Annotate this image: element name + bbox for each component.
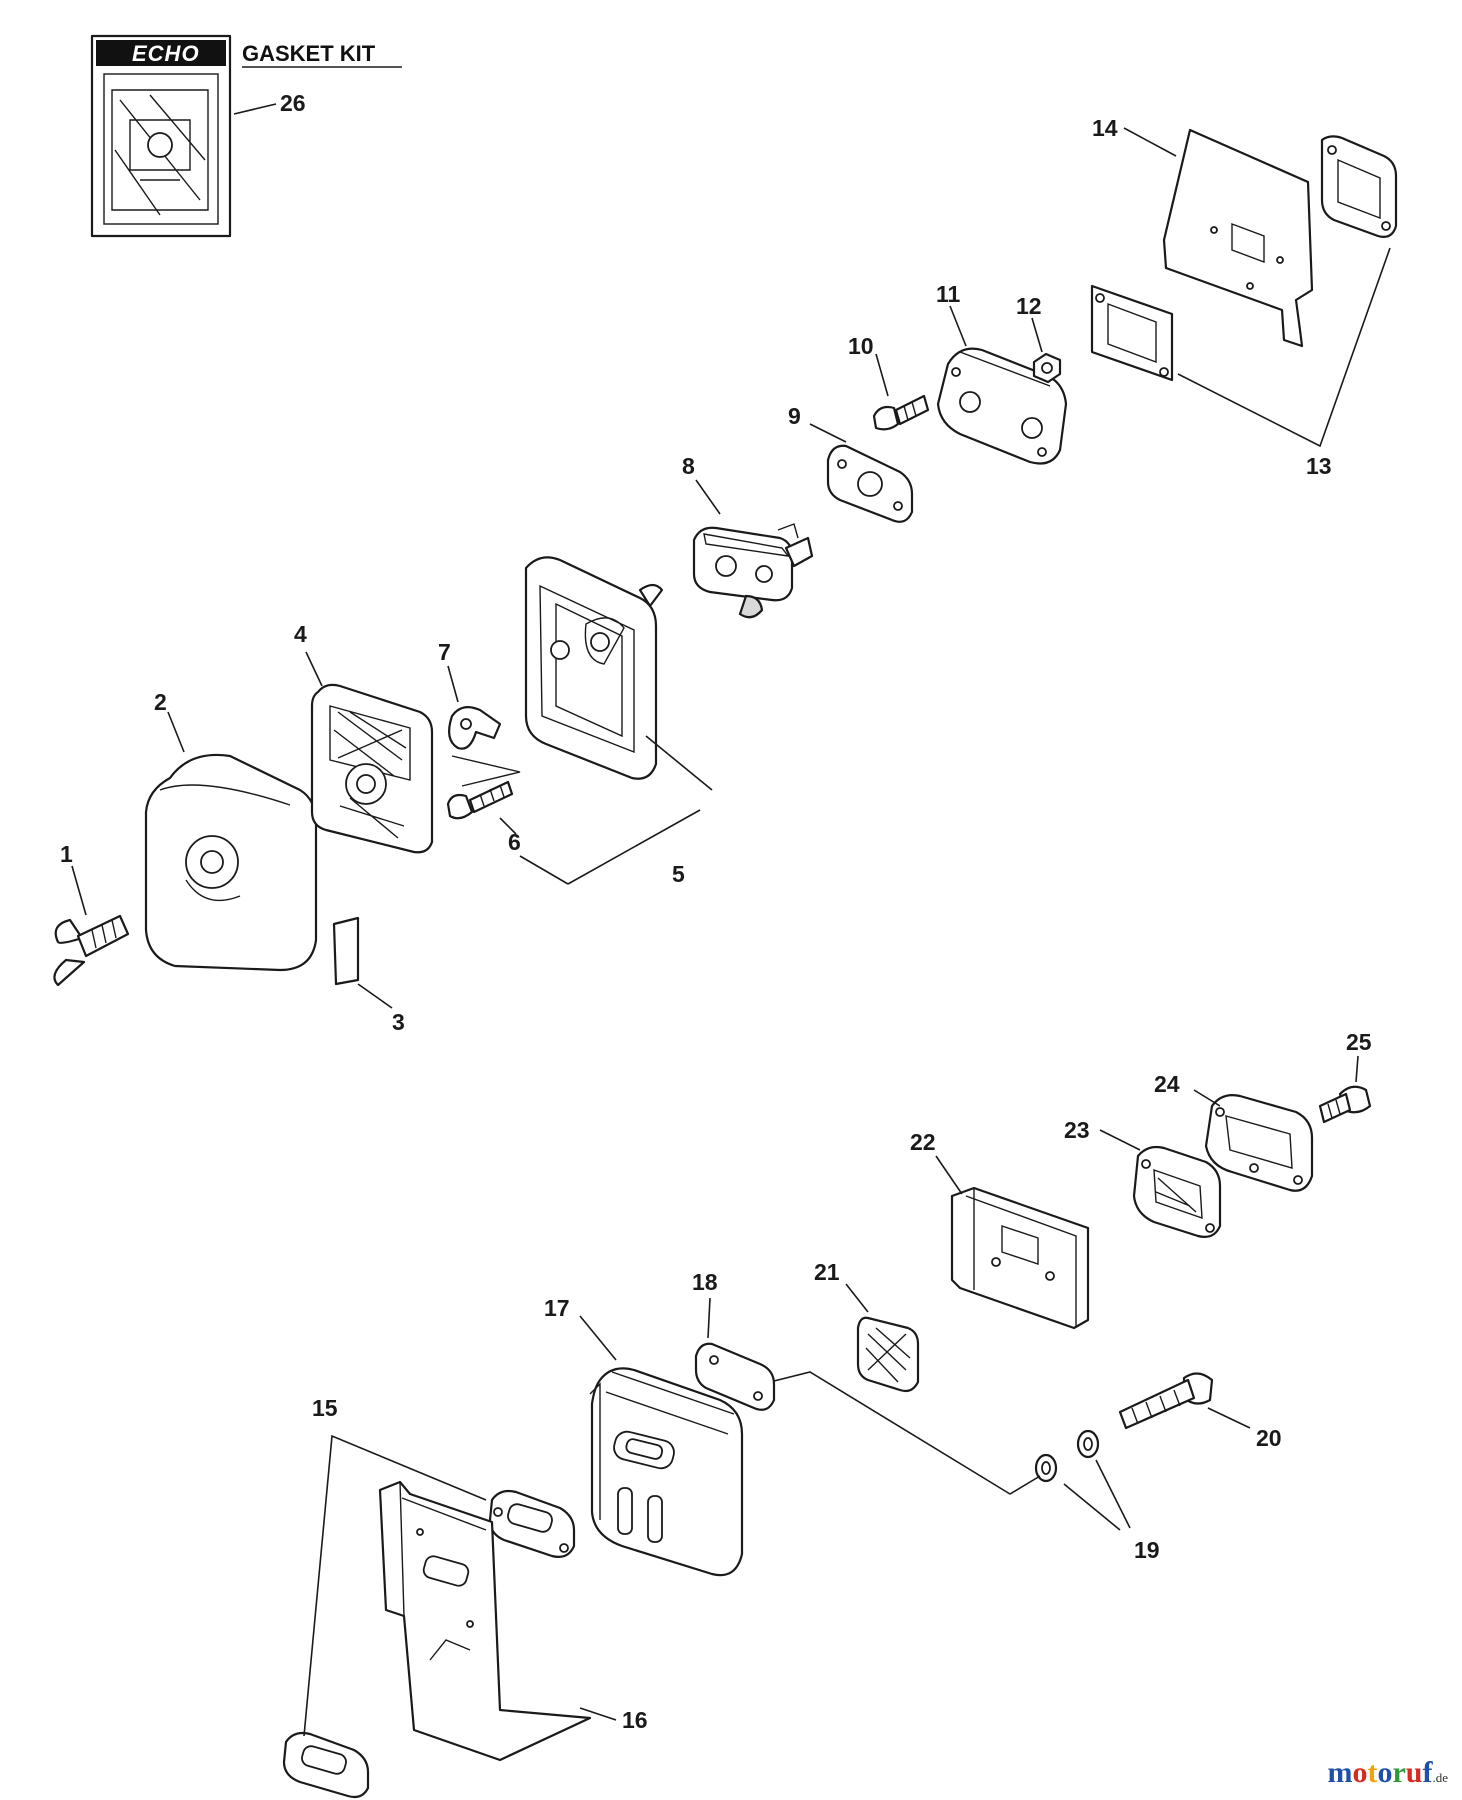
callout-17: 17 — [544, 1295, 570, 1321]
part-19-washers — [1034, 1429, 1100, 1483]
callout-14: 14 — [1092, 115, 1118, 141]
leader-14 — [1123, 127, 1177, 157]
leader-26 — [233, 103, 277, 115]
leader-8 — [695, 479, 721, 515]
leader-6b — [519, 855, 569, 885]
part-3-filter — [332, 916, 360, 986]
part-10-bolt — [872, 394, 930, 431]
watermark-letter: u — [1405, 1756, 1423, 1789]
part-14-plate — [1162, 128, 1314, 348]
callout-6: 6 — [508, 829, 521, 855]
leader-23 — [1099, 1129, 1141, 1151]
part-7-bracket — [447, 705, 502, 750]
echo-logo-bar — [96, 40, 226, 66]
leader-16 — [579, 1707, 617, 1721]
leader-17 — [579, 1315, 617, 1361]
part-18-gasket — [694, 1342, 776, 1411]
callout-23: 23 — [1064, 1117, 1090, 1143]
part-16-plate — [378, 1480, 592, 1762]
leader-1 — [71, 865, 87, 916]
callout-16: 16 — [622, 1707, 648, 1733]
leader-6-hook — [451, 755, 521, 787]
gasket-kit-26: ECHO GASKET KIT 26 — [90, 34, 402, 238]
callout-11: 11 — [936, 281, 961, 307]
part-25-bolt — [1318, 1085, 1372, 1124]
leader-18 — [707, 1297, 711, 1339]
part-23-gasket — [1132, 1145, 1222, 1238]
callout-7: 7 — [438, 639, 451, 665]
part-9-gasket — [826, 444, 914, 523]
callout-15: 15 — [312, 1395, 338, 1421]
callout-19: 19 — [1134, 1537, 1160, 1563]
callout-4: 4 — [294, 621, 307, 647]
callout-21: 21 — [814, 1259, 840, 1285]
callout-18: 18 — [692, 1269, 718, 1295]
part-15-gasket-a — [488, 1489, 576, 1558]
part-6-bolt — [446, 780, 514, 820]
callout-26: 26 — [280, 90, 306, 116]
part-1-wing-bolt — [53, 914, 130, 987]
leader-10 — [875, 353, 889, 397]
callout-3: 3 — [392, 1009, 405, 1035]
part-5-air-cleaner-case — [524, 556, 664, 780]
leader-2 — [167, 711, 185, 753]
part-2-air-cleaner-cover — [144, 753, 318, 972]
callout-20: 20 — [1256, 1425, 1282, 1451]
watermark-letters: motoruf — [1327, 1756, 1432, 1789]
part-12-nut-hole — [1041, 362, 1053, 374]
echo-logo-text: ECHO — [132, 41, 200, 66]
callout-22: 22 — [910, 1129, 936, 1155]
callout-5: 5 — [672, 861, 685, 887]
watermark-letter: o — [1377, 1756, 1393, 1789]
callout-10: 10 — [848, 333, 874, 359]
part-13-gasket-a — [1090, 284, 1174, 382]
gasket-kit-title: GASKET KIT — [242, 41, 376, 66]
leader-6-5 — [499, 809, 701, 885]
motoruf-watermark: motoruf.de — [1327, 1756, 1448, 1790]
leader-9 — [809, 423, 847, 443]
part-15-gasket-b — [282, 1731, 370, 1799]
part-20-bolt — [1118, 1372, 1214, 1430]
leader-19-bolt-path — [769, 1371, 1041, 1495]
part-4-filter-screen — [310, 683, 434, 854]
leader-19 — [1063, 1459, 1131, 1531]
part-17-muffler — [589, 1367, 744, 1577]
watermark-tld: .de — [1432, 1770, 1448, 1785]
leader-12 — [1031, 317, 1043, 353]
watermark-letter: m — [1327, 1756, 1353, 1789]
kit-gasket-hole — [147, 132, 173, 158]
part-22-shield — [950, 1186, 1090, 1330]
leader-15 — [303, 1434, 487, 1737]
part-13-gasket-b — [1320, 135, 1398, 238]
callout-24: 24 — [1154, 1071, 1180, 1097]
leader-7 — [447, 665, 459, 703]
part-8-carburetor — [692, 523, 814, 619]
watermark-letter: t — [1367, 1756, 1378, 1789]
callout-12: 12 — [1016, 293, 1042, 319]
leader-5 — [645, 735, 713, 791]
part-21-spark-screen — [856, 1316, 920, 1393]
leader-20 — [1207, 1407, 1251, 1429]
leader-22 — [935, 1155, 963, 1195]
leader-11 — [949, 305, 967, 347]
callout-9: 9 — [788, 403, 801, 429]
leader-13 — [1177, 247, 1391, 448]
callout-8: 8 — [682, 453, 695, 479]
leader-21 — [845, 1283, 869, 1313]
watermark-letter: o — [1352, 1756, 1368, 1789]
leader-24 — [1193, 1089, 1221, 1107]
watermark-letter: r — [1392, 1756, 1406, 1789]
part-24-gasket — [1204, 1094, 1314, 1192]
callout-25: 25 — [1346, 1029, 1372, 1055]
part-11-insulator — [936, 347, 1068, 465]
callout-13: 13 — [1306, 453, 1332, 479]
kit-box-inner — [103, 73, 219, 225]
leader-4 — [305, 651, 323, 687]
callout-2: 2 — [154, 689, 167, 715]
callout-1: 1 — [60, 841, 73, 867]
watermark-letter: f — [1422, 1756, 1433, 1789]
leader-3 — [357, 983, 393, 1009]
leader-25 — [1355, 1055, 1359, 1083]
